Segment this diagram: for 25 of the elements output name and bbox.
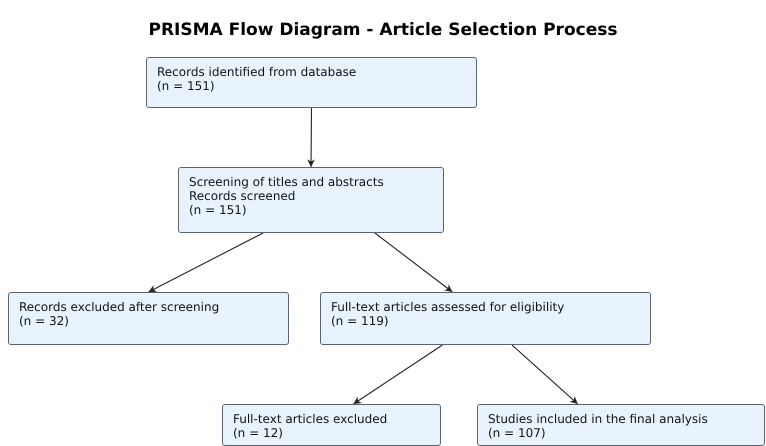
box-text: (n = 151) [189,203,248,217]
box-text: Records excluded after screening [19,300,220,314]
arrow [374,232,453,292]
process-box [146,57,477,108]
box-text: (n = 32) [19,314,70,328]
process-box [222,404,441,446]
process-box [477,404,765,446]
box-text: (n = 151) [157,79,216,93]
box-text: Screening of titles and abstracts [189,175,385,189]
box-text: (n = 12) [233,426,284,440]
arrow [307,108,315,167]
process-box [178,167,444,233]
box-text: Studies included in the final analysis [488,412,709,426]
process-box [8,292,289,345]
diagram-title: PRISMA Flow Diagram - Article Selection Process [148,20,618,40]
box-text: Full-text articles assessed for eligibility [331,300,566,314]
box-text: Records identified from database [157,65,358,79]
arrow [353,344,443,404]
process-box [320,292,651,345]
box-text: (n = 107) [488,426,547,440]
arrow [148,232,264,292]
box-text: (n = 119) [331,314,390,328]
box-text: Records screened [189,189,296,203]
box-text: Full-text articles excluded [233,412,388,426]
arrow [512,344,578,404]
